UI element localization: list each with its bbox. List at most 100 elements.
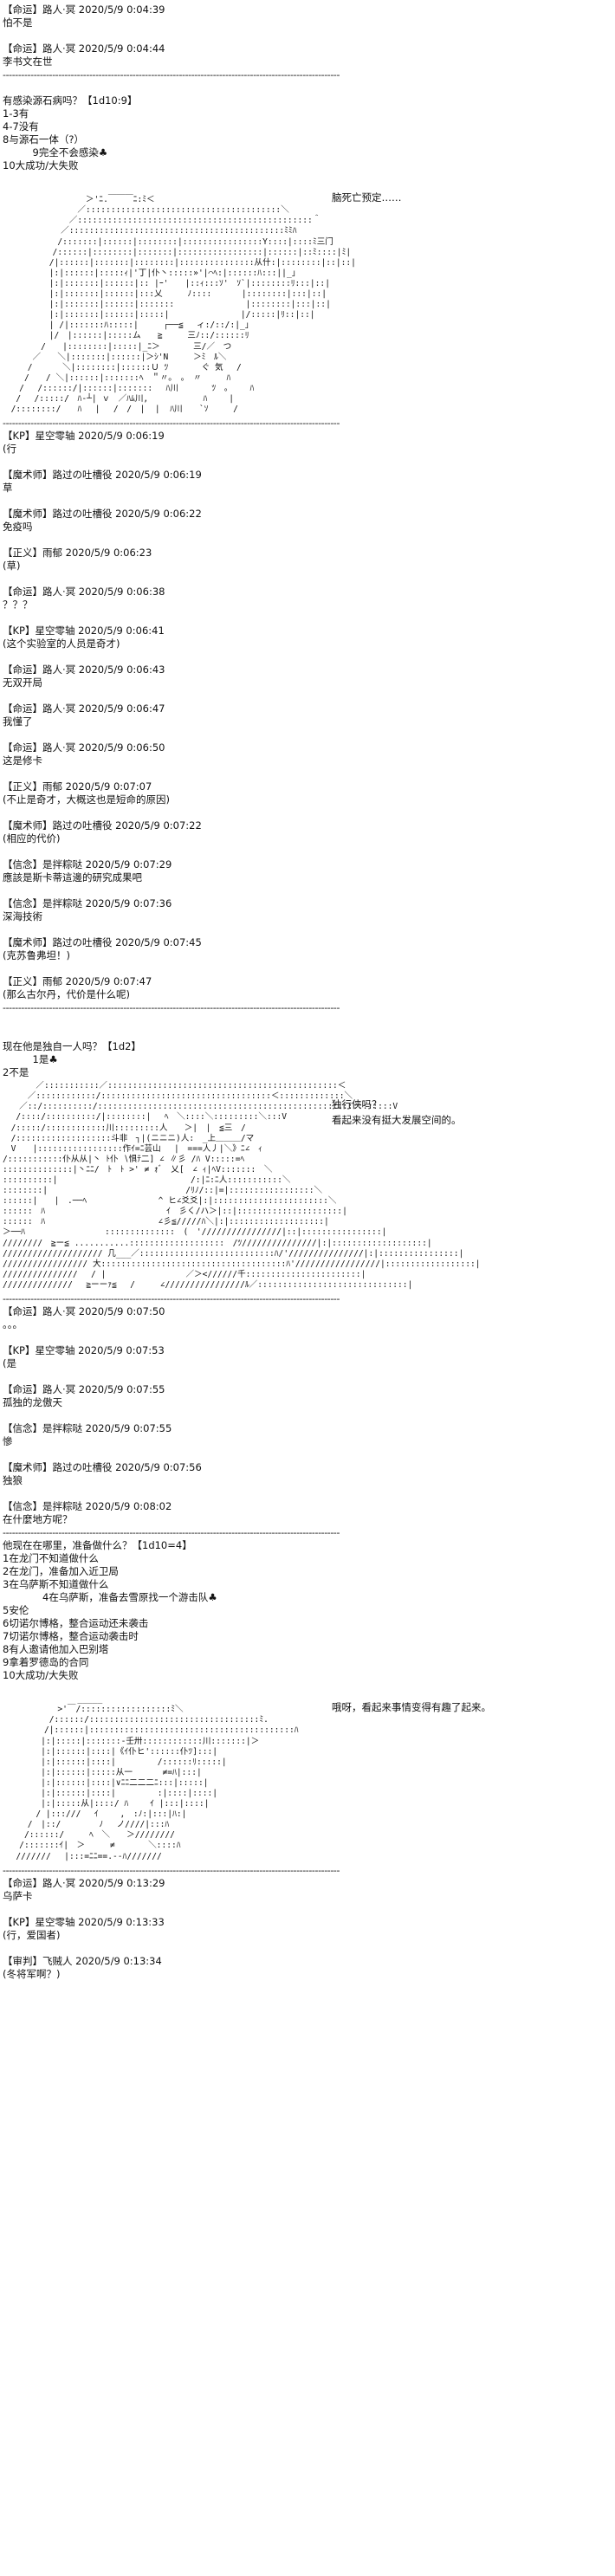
- spacer: [3, 1409, 609, 1422]
- chat-message: 【魔术师】路过の吐槽役 2020/5/9 0:07:45(克苏鲁弗坦！): [3, 936, 609, 962]
- ascii-art-block: _____ >'￣/::::::::::::::::::ﾐ＼ /::::::/:…: [3, 1684, 609, 1862]
- message-text: (行: [3, 443, 16, 456]
- spacer: [3, 81, 609, 94]
- message-text: (草): [3, 560, 21, 573]
- spacer: [3, 962, 609, 975]
- spacer: [3, 1014, 609, 1027]
- spacer: [3, 1942, 609, 1955]
- message-line: 【正义】雨郁 2020/5/9 0:07:07: [3, 780, 152, 793]
- spacer: [3, 1370, 609, 1383]
- message-text: 2在龙门，准备加入近卫局: [3, 1565, 119, 1578]
- message-line: 【命运】路人·冥 2020/5/9 0:06:38: [3, 586, 165, 599]
- chat-message: 【正义】雨郁 2020/5/9 0:07:07(不止是奇才，大概这也是短命的原因…: [3, 780, 609, 806]
- message-text: 深海技術: [3, 910, 42, 923]
- message-line: 【魔术师】路过の吐槽役 2020/5/9 0:07:56: [3, 1461, 202, 1474]
- message-line: 【命运】路人·冥 2020/5/9 0:06:43: [3, 663, 165, 676]
- spacer: [3, 1903, 609, 1916]
- section-divider: ----------------------------------------…: [3, 1864, 340, 1876]
- message-text: 无双开局: [3, 676, 42, 689]
- message-text: 独狼: [3, 1474, 23, 1487]
- section-divider: ----------------------------------------…: [3, 1527, 340, 1539]
- message-line: 【信念】是拌粽哒 2020/5/9 0:07:29: [3, 858, 172, 871]
- message-text: 1是♣: [3, 1053, 58, 1066]
- message-line: 【命运】路人·冥 2020/5/9 0:06:47: [3, 702, 165, 715]
- chat-message: 【KP】星空零轴 2020/5/9 0:06:19(行: [3, 430, 609, 456]
- spacer: [3, 884, 609, 897]
- message-text: 这是修卡: [3, 754, 42, 767]
- message-text: 孤独的龙傲天: [3, 1396, 62, 1409]
- spacer: [3, 1448, 609, 1461]
- message-text: 在什麼地方呢？: [3, 1513, 73, 1526]
- spacer: [3, 845, 609, 858]
- art-caption: 看起来没有挺大发展空间的。: [332, 1114, 462, 1127]
- message-text: 乌萨卡: [3, 1889, 33, 1902]
- spacer: [3, 573, 609, 586]
- message-line: 【正义】雨郁 2020/5/9 0:06:23: [3, 547, 152, 560]
- message-text: 8与源石一体（?）: [3, 133, 84, 146]
- art-caption: 哦呀，看起来事情变得有趣了起来。: [332, 1701, 491, 1714]
- message-text: 草: [3, 482, 13, 495]
- spacer: [3, 767, 609, 780]
- message-line: 【魔术师】路过の吐槽役 2020/5/9 0:07:22: [3, 819, 202, 832]
- message-text: 7切诺尔博格，整合运动袭击时: [3, 1630, 139, 1643]
- message-line: 【信念】是拌粽哒 2020/5/9 0:07:55: [3, 1422, 172, 1435]
- message-line: 【魔术师】路过の吐槽役 2020/5/9 0:07:45: [3, 936, 202, 949]
- section-divider: ----------------------------------------…: [3, 1002, 340, 1014]
- spacer: [3, 534, 609, 547]
- spacer: [3, 650, 609, 663]
- message-text: (克苏鲁弗坦！): [3, 949, 70, 962]
- message-line: 【信念】是拌粽哒 2020/5/9 0:07:36: [3, 897, 172, 910]
- message-text: 2不是: [3, 1066, 29, 1079]
- ascii-art: ／:::::::::::／:::::::::::::::::::::::::::…: [3, 1081, 481, 1290]
- message-text: 4在乌萨斯，准备去雪原找一个游击队♣: [3, 1591, 217, 1604]
- ascii-art-block: ＞'ﾆ.￣￣￣ﾆ:ﾐ＜ ／:::::::::::::::::::::::::::…: [3, 174, 609, 415]
- art-caption: 脑死亡预定……: [332, 191, 402, 204]
- art-caption: 独行侠吗？: [332, 1098, 382, 1111]
- message-line: 【正义】雨郁 2020/5/9 0:07:47: [3, 975, 152, 988]
- message-text: 我懂了: [3, 715, 33, 728]
- message-text: 1-3有: [3, 107, 29, 120]
- chat-message: 现在他是独自一人吗？【1d2】 1是♣2不是: [3, 1040, 609, 1079]
- spacer: [3, 612, 609, 625]
- spacer: [3, 1331, 609, 1344]
- message-line: 【命运】路人·冥 2020/5/9 0:04:39: [3, 3, 165, 16]
- message-text: 慘: [3, 1435, 13, 1448]
- message-text: 6切诺尔博格，整合运动还未袭击: [3, 1617, 149, 1630]
- message-text: 10大成功/大失败: [3, 1669, 79, 1682]
- message-text: 5安伦: [3, 1604, 29, 1617]
- message-text: ？？？: [3, 599, 33, 612]
- message-line: 【KP】星空零轴 2020/5/9 0:06:19: [3, 430, 165, 443]
- message-line: 【命运】路人·冥 2020/5/9 0:07:50: [3, 1305, 165, 1318]
- message-line: 【信念】是拌粽哒 2020/5/9 0:08:02: [3, 1500, 172, 1513]
- section-divider: ----------------------------------------…: [3, 417, 340, 430]
- message-line: 【审判】飞贼人 2020/5/9 0:13:34: [3, 1954, 162, 1967]
- spacer: [3, 456, 609, 469]
- section-divider: ----------------------------------------…: [3, 1293, 340, 1305]
- spacer: [3, 728, 609, 741]
- spacer: [3, 1487, 609, 1500]
- message-text: (相应的代价): [3, 832, 61, 845]
- message-line: 【魔术师】路过の吐槽役 2020/5/9 0:06:19: [3, 469, 202, 482]
- message-line: 【KP】星空零轴 2020/5/9 0:13:33: [3, 1915, 165, 1928]
- ascii-art: ＞'ﾆ.￣￣￣ﾆ:ﾐ＜ ／:::::::::::::::::::::::::::…: [10, 195, 356, 415]
- message-line: 【命运】路人·冥 2020/5/9 0:06:50: [3, 741, 165, 754]
- message-line: 他现在在哪里，准备做什么？【1d10=4】: [3, 1539, 192, 1552]
- message-text: 免疫吗: [3, 521, 33, 534]
- chat-message: 【正义】雨郁 2020/5/9 0:06:23(草): [3, 547, 609, 573]
- message-text: 怕不是: [3, 16, 33, 29]
- spacer: [3, 1027, 609, 1040]
- chat-message: 【正义】雨郁 2020/5/9 0:07:47(那么古尔丹，代价是什么呢): [3, 975, 609, 1001]
- spacer: [3, 923, 609, 936]
- message-line: 【KP】星空零轴 2020/5/9 0:06:41: [3, 625, 165, 638]
- message-text: 9拿着罗德岛的合同: [3, 1656, 89, 1669]
- message-text: 3在乌萨斯不知道做什么: [3, 1578, 109, 1591]
